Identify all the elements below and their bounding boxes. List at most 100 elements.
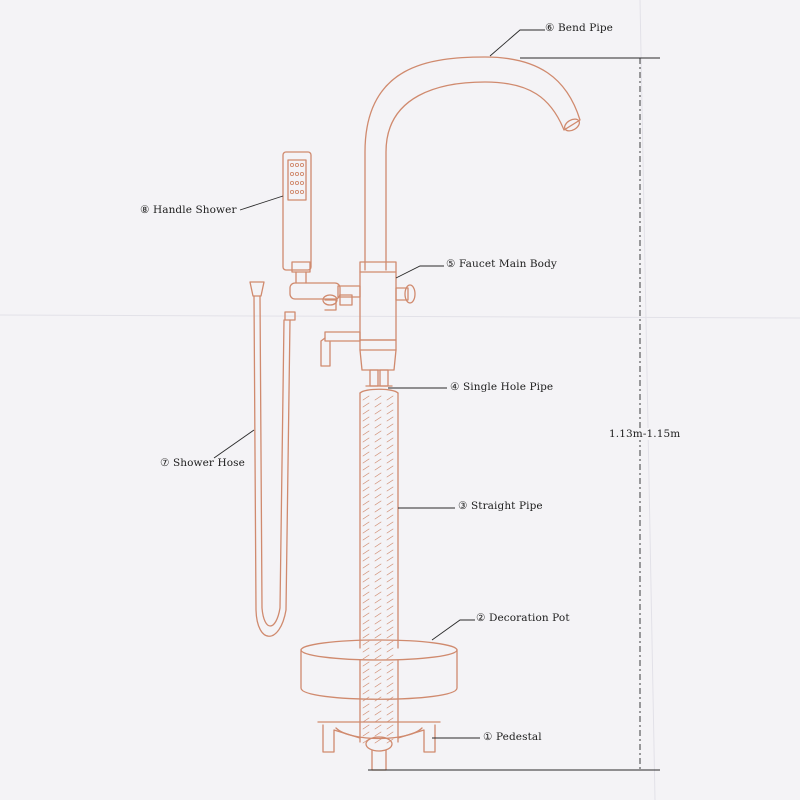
- pedestal: [317, 721, 441, 771]
- pipe-hatch-mark: [374, 689, 382, 695]
- shower-hole: [294, 189, 300, 195]
- pipe-hatch-mark: [386, 402, 394, 408]
- pipe-hatch-mark: [362, 661, 370, 667]
- pipe-hatch-mark: [362, 668, 370, 674]
- pipe-hatch-mark: [386, 654, 394, 660]
- pipe-hatch-mark: [362, 458, 370, 464]
- label-height-dimension: 1.13m-1.15m: [607, 428, 683, 440]
- pipe-hatch-mark: [386, 591, 394, 597]
- pipe-hatch-mark: [386, 430, 394, 436]
- pipe-hatch-mark: [374, 682, 382, 688]
- pipe-hatch-mark: [362, 451, 370, 457]
- pipe-hatch-mark: [362, 437, 370, 443]
- pipe-hatch-mark: [374, 437, 382, 443]
- pipe-hatch-mark: [386, 605, 394, 611]
- pipe-hatch-mark: [362, 500, 370, 506]
- pipe-hatch-mark: [362, 521, 370, 527]
- label-faucet-main-body: ⑤ Faucet Main Body: [446, 258, 557, 270]
- pipe-hatch-mark: [362, 689, 370, 695]
- pipe-hatch-mark: [362, 402, 370, 408]
- pipe-hatch-mark: [362, 633, 370, 639]
- pipe-hatch-mark: [386, 661, 394, 667]
- pipe-hatch-mark: [386, 570, 394, 576]
- pipe-hatch-mark: [386, 458, 394, 464]
- pipe-hatch-mark: [374, 717, 382, 723]
- pipe-hatch-mark: [374, 556, 382, 562]
- pipe-hatch-mark: [362, 605, 370, 611]
- leader-handle-shower: [239, 195, 284, 211]
- pipe-hatch-mark: [374, 654, 382, 660]
- pipe-hatch-mark: [374, 458, 382, 464]
- pipe-hatch-mark: [362, 549, 370, 555]
- pipe-hatch-mark: [374, 479, 382, 485]
- pipe-hatch-mark: [362, 731, 370, 737]
- straight-pipe: [359, 388, 399, 744]
- pipe-hatch-mark: [386, 724, 394, 730]
- pipe-hatch-mark: [374, 661, 382, 667]
- spout-outlet: [563, 118, 581, 132]
- pipe-hatch-mark: [374, 668, 382, 674]
- pipe-hatch-mark: [374, 465, 382, 471]
- pipe-hatch-mark: [386, 710, 394, 716]
- pipe-hatch-mark: [374, 444, 382, 450]
- pipe-hatch-mark: [374, 640, 382, 646]
- pipe-hatch-mark: [374, 451, 382, 457]
- pipe-hatch-mark: [386, 633, 394, 639]
- pipe-hatch-mark: [386, 549, 394, 555]
- pipe-hatch-mark: [374, 633, 382, 639]
- pipe-hatch-mark: [362, 528, 370, 534]
- pipe-hatch-mark: [386, 577, 394, 583]
- shower-hole: [299, 162, 305, 168]
- pipe-hatch-mark: [374, 493, 382, 499]
- pipe-hatch-mark: [374, 584, 382, 590]
- pipe-hatch-mark: [374, 598, 382, 604]
- pipe-hatch-mark: [362, 717, 370, 723]
- pipe-hatch-mark: [362, 507, 370, 513]
- pipe-hatch-mark: [374, 409, 382, 415]
- leader-bend-pipe: [489, 29, 545, 57]
- pipe-hatch-mark: [374, 724, 382, 730]
- pipe-hatch-mark: [386, 647, 394, 653]
- pipe-hatch-mark: [362, 472, 370, 478]
- shower-hole: [299, 189, 305, 195]
- pipe-hatch-mark: [374, 472, 382, 478]
- pipe-hatch-mark: [362, 724, 370, 730]
- pipe-hatch-mark: [374, 402, 382, 408]
- bend-pipe: [364, 56, 581, 271]
- label-pedestal: ① Pedestal: [483, 731, 542, 743]
- pipe-hatch-mark: [362, 542, 370, 548]
- pipe-hatch-mark: [374, 528, 382, 534]
- pipe-hatch-mark: [374, 416, 382, 422]
- pipe-hatch-mark: [374, 710, 382, 716]
- pipe-hatch-mark: [386, 703, 394, 709]
- pipe-hatch-mark: [362, 647, 370, 653]
- pipe-hatch-mark: [386, 437, 394, 443]
- pipe-hatch-mark: [362, 577, 370, 583]
- pipe-hatch-mark: [362, 563, 370, 569]
- pipe-hatch-mark: [374, 423, 382, 429]
- diverter-assembly: [289, 282, 361, 311]
- pipe-hatch-mark: [362, 675, 370, 681]
- pipe-hatch-mark: [386, 556, 394, 562]
- pipe-hatch-mark: [386, 465, 394, 471]
- shower-hole: [299, 180, 305, 186]
- pipe-hatch-mark: [374, 521, 382, 527]
- pipe-hatch-mark: [374, 577, 382, 583]
- pipe-hatch-mark: [374, 535, 382, 541]
- shower-hole: [294, 162, 300, 168]
- pipe-hatch-mark: [386, 535, 394, 541]
- pipe-hatch-mark: [362, 479, 370, 485]
- pipe-hatch-mark: [386, 563, 394, 569]
- leader-faucet-main-body: [395, 265, 444, 279]
- pipe-hatch-mark: [362, 556, 370, 562]
- pipe-hatch-mark: [362, 654, 370, 660]
- pipe-hatch-mark: [386, 472, 394, 478]
- pipe-hatch-mark: [362, 409, 370, 415]
- label-bend-pipe: ⑥ Bend Pipe: [545, 22, 613, 34]
- pipe-hatch-mark: [374, 605, 382, 611]
- label-shower-hose: ⑦ Shower Hose: [160, 457, 245, 469]
- pipe-hatch-mark: [386, 493, 394, 499]
- paper-fold-line-vertical: [639, 0, 656, 800]
- pipe-hatch-mark: [386, 500, 394, 506]
